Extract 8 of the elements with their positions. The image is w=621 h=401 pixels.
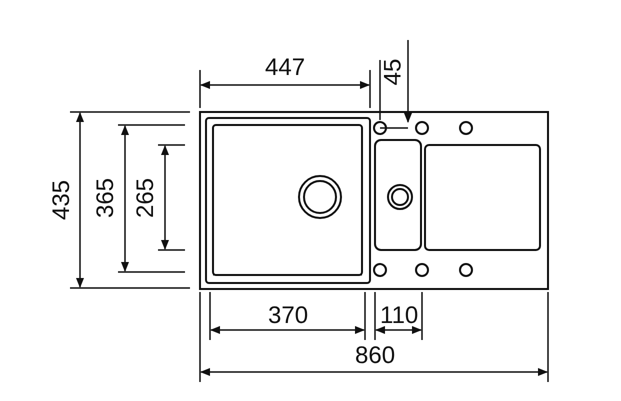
dimension-label: 265 bbox=[134, 178, 158, 218]
dimension-label: 435 bbox=[50, 180, 74, 220]
dimension-label: 447 bbox=[265, 56, 306, 80]
dimension-label: 110 bbox=[380, 304, 418, 328]
dimension-label: 860 bbox=[355, 344, 396, 368]
dimension-label: 365 bbox=[94, 178, 118, 218]
dimension-label: 370 bbox=[268, 304, 308, 328]
dimension-label: 45 bbox=[380, 58, 405, 86]
